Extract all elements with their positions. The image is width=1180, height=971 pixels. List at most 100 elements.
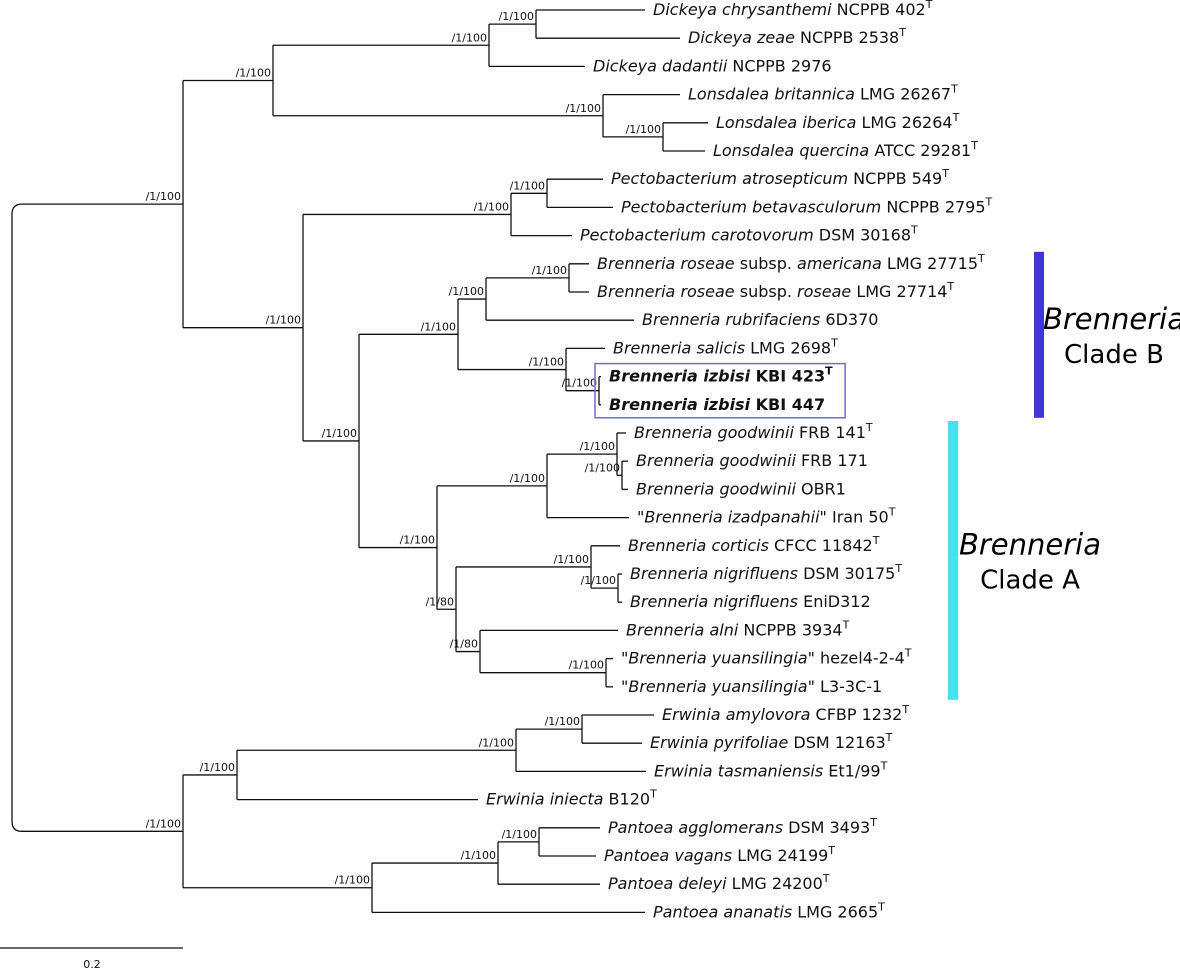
- taxon-part: Brenneria rubrifaciens: [642, 310, 820, 329]
- taxon-part: Brenneria corticis: [628, 536, 769, 555]
- taxon-label-L32: Pantoea ananatis LMG 2665T: [653, 900, 885, 921]
- taxon-label-L30: Pantoea vagans LMG 24199T: [604, 844, 835, 865]
- taxon-label-L3: Lonsdalea britannica LMG 26267T: [688, 83, 958, 104]
- taxon-part: DSM 30168: [814, 226, 911, 245]
- taxon-part: Brenneria roseae: [597, 282, 735, 301]
- type-strain-mark: T: [925, 0, 933, 11]
- taxon-part: Brenneria roseae: [597, 254, 735, 273]
- taxon-part: LMG 24199: [732, 846, 828, 865]
- taxon-part: Pantoea deleyi: [608, 874, 727, 893]
- taxon-part: Pectobacterium atrosepticum: [611, 169, 848, 188]
- taxon-part: Pantoea ananatis: [653, 902, 792, 921]
- taxon-part: Brenneria izbisi: [609, 367, 751, 386]
- taxon-part: Et1/99: [823, 761, 880, 780]
- type-strain-mark: T: [872, 534, 880, 547]
- type-strain-mark: T: [869, 816, 877, 829]
- taxon-part: Brenneria goodwinii: [636, 479, 796, 498]
- taxon-part: LMG 2665: [792, 902, 878, 921]
- support-value-CB2: /1/100: [581, 574, 616, 587]
- taxon-part: FRB 171: [796, 451, 868, 470]
- type-strain-mark: T: [822, 872, 830, 885]
- support-value-B1b1: /1/100: [562, 377, 597, 390]
- support-value-A1a1: /1/100: [499, 10, 534, 23]
- taxon-label-L6: Pectobacterium atrosepticum NCPPB 549T: [611, 167, 949, 188]
- taxon-label-L31: Pantoea deleyi LMG 24200T: [608, 872, 830, 893]
- taxon-label-L16: Brenneria goodwinii FRB 171: [636, 451, 868, 470]
- taxon-part: EniD312: [798, 592, 871, 611]
- taxon-part: Brenneria izbisi: [609, 395, 751, 414]
- taxon-part: subsp.: [735, 282, 797, 301]
- taxon-part: ": [621, 677, 628, 696]
- scale-bar: 0.2: [0, 947, 183, 971]
- taxon-label-L22: Brenneria alni NCPPB 3934T: [626, 618, 850, 639]
- taxon-part: LMG 2698: [745, 338, 831, 357]
- type-strain-mark: T: [842, 618, 850, 631]
- tree-branches: [11, 9, 708, 914]
- taxon-label-L25: Erwinia amylovora CFBP 1232T: [662, 703, 909, 724]
- taxon-part: OBR1: [796, 479, 846, 498]
- taxon-part: Pantoea vagans: [604, 846, 732, 865]
- taxon-part: Brenneria izadpanahii: [644, 508, 820, 527]
- taxon-label-L10: Brenneria roseae subsp. roseae LMG 27714…: [597, 280, 954, 301]
- support-value-A1b: /1/100: [566, 102, 601, 115]
- type-strain-mark: T: [825, 365, 833, 378]
- taxon-part: Erwinia pyrifoliae: [650, 733, 788, 752]
- taxon-part: DSM 12163: [788, 733, 885, 752]
- type-strain-mark: T: [952, 111, 960, 124]
- taxon-part: " L3-3C-1: [808, 677, 883, 696]
- clade-b-bar: [1034, 251, 1044, 418]
- taxon-label-L26: Erwinia pyrifoliae DSM 12163T: [650, 731, 893, 752]
- taxon-label-L0: Dickeya chrysanthemi NCPPB 402T: [653, 0, 933, 19]
- support-value-CA: /1/100: [400, 534, 435, 547]
- taxon-part: Lonsdalea iberica: [716, 113, 856, 132]
- type-strain-mark: T: [901, 703, 909, 716]
- taxon-label-L24: "Brenneria yuansilingia" L3-3C-1: [621, 677, 882, 696]
- support-value-A2a1: /1/100: [510, 179, 545, 192]
- support-value-E2a: /1/100: [461, 849, 496, 862]
- taxon-part: Dickeya chrysanthemi: [653, 0, 832, 19]
- support-value-B1a1: /1/100: [532, 264, 567, 277]
- taxon-label-L19: Brenneria corticis CFCC 11842T: [628, 534, 880, 555]
- taxon-part: Brenneria yuansilingia: [628, 649, 807, 668]
- clade-a-name-label: Clade A: [980, 565, 1080, 595]
- taxon-label-L20: Brenneria nigrifluens DSM 30175T: [630, 562, 902, 583]
- taxon-part: Dickeya zeae: [688, 28, 795, 47]
- taxon-part: Brenneria nigrifluens: [630, 592, 798, 611]
- support-value-A2b: /1/100: [322, 427, 357, 440]
- taxon-label-L7: Pectobacterium betavasculorum NCPPB 2795…: [621, 195, 993, 216]
- clade-a-genus-label: Brenneria: [959, 527, 1101, 561]
- support-value-CB3: /1/80: [450, 638, 478, 651]
- taxon-part: Brenneria yuansilingia: [628, 677, 807, 696]
- type-strain-mark: T: [941, 167, 949, 180]
- taxon-part: 6D370: [820, 310, 878, 329]
- type-strain-mark: T: [865, 421, 873, 434]
- type-strain-mark: T: [830, 336, 838, 349]
- type-strain-mark: T: [649, 788, 657, 801]
- taxon-part: LMG 24200: [727, 874, 823, 893]
- taxon-part: CFBP 1232: [810, 705, 902, 724]
- taxon-part: NCPPB 402: [832, 0, 926, 19]
- taxon-part: subsp.: [735, 254, 797, 273]
- support-value-CB4: /1/100: [569, 659, 604, 672]
- taxon-part: americana: [797, 254, 882, 273]
- support-value-A2: /1/100: [266, 314, 301, 327]
- taxon-part: " hezel4-2-4: [808, 649, 905, 668]
- taxon-part: NCPPB 2538: [795, 28, 899, 47]
- taxon-part: Erwinia iniecta: [486, 790, 603, 809]
- clade-b-genus-label: Brenneria: [1043, 302, 1180, 336]
- support-value-CA1: /1/100: [510, 472, 545, 485]
- support-value-B1: /1/100: [421, 320, 456, 333]
- taxon-part: ": [637, 508, 644, 527]
- type-strain-mark: T: [827, 844, 835, 857]
- type-strain-mark: T: [904, 647, 912, 660]
- clade-a-bar: [948, 421, 958, 700]
- taxon-part: ": [621, 649, 628, 668]
- taxon-part: NCPPB 3934: [738, 620, 842, 639]
- support-value-A1: /1/100: [236, 67, 271, 80]
- taxon-label-L14: Brenneria izbisi KBI 447: [609, 395, 825, 414]
- support-values: /1/100/1/100/1/100/1/100/1/100/1/100/1/1…: [146, 10, 661, 887]
- highlight-box: [594, 362, 846, 419]
- support-value-CB: /1/80: [426, 595, 454, 608]
